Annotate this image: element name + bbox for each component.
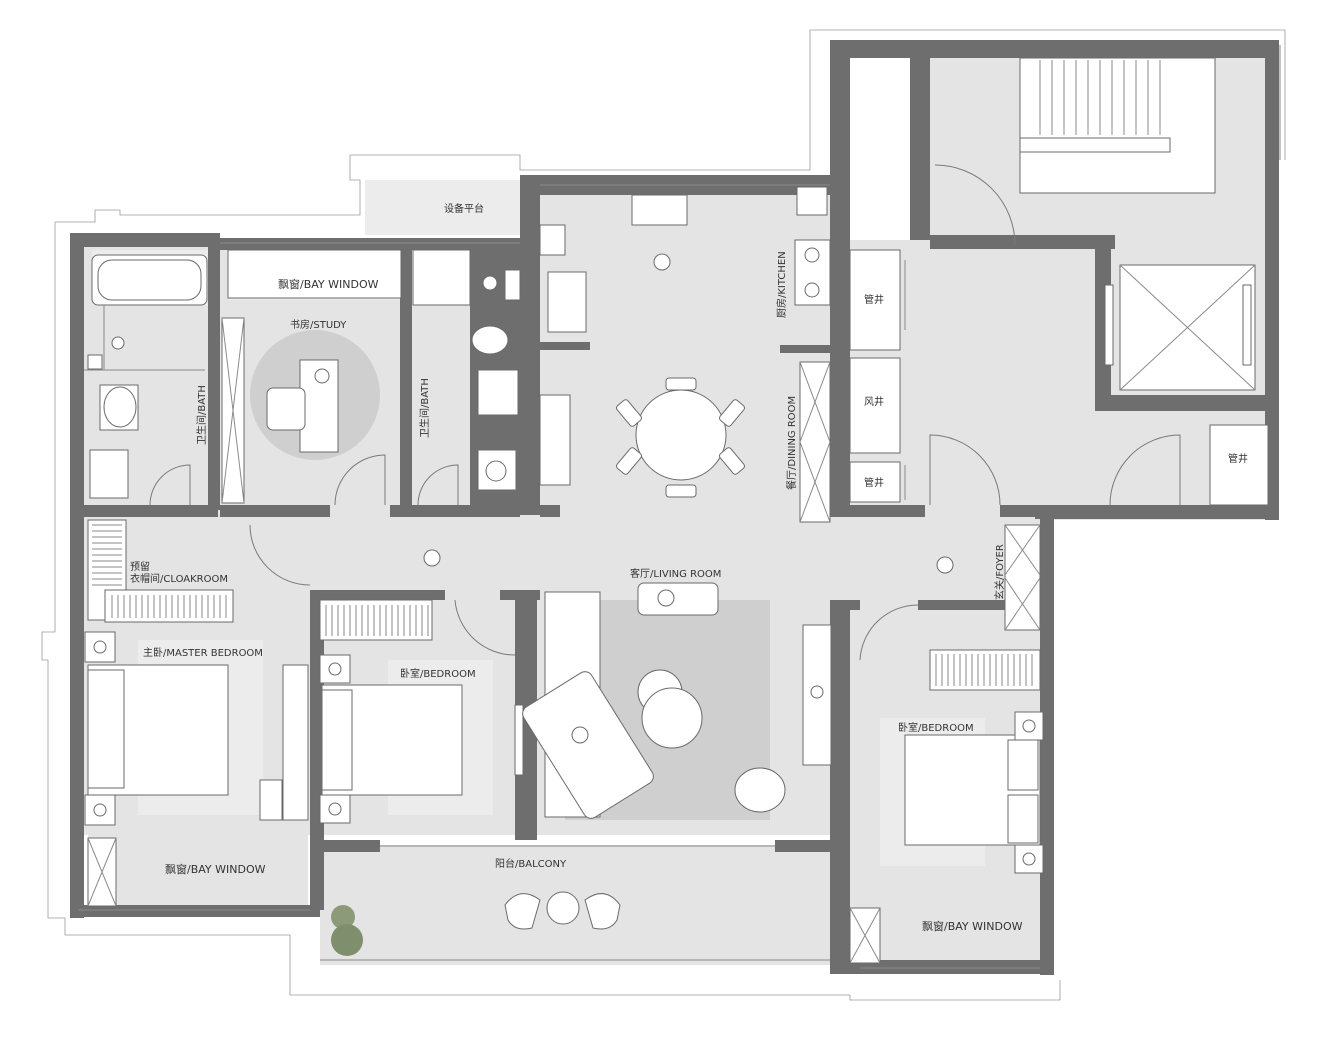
- label-bay-window-study: 飘窗/BAY WINDOW: [278, 277, 379, 291]
- elevator: [1104, 264, 1256, 391]
- people-figures: [423, 253, 954, 744]
- living-room-furniture: [522, 582, 832, 820]
- middle-bedroom-furniture: [319, 599, 524, 824]
- label-kitchen: 厨房/KITCHEN: [775, 251, 788, 318]
- balcony-furniture: [331, 891, 621, 956]
- label-living-room: 客厅/LIVING ROOM: [630, 567, 721, 580]
- kitchen-fixtures: [539, 186, 831, 353]
- label-study: 书房/STUDY: [290, 318, 347, 331]
- foyer-furniture: [929, 524, 1041, 691]
- label-duct-1: 管井: [864, 293, 884, 306]
- label-bedroom-right: 卧室/BEDROOM: [898, 721, 974, 734]
- doors: [149, 164, 1181, 661]
- label-bath-right: 卫生间/BATH: [418, 378, 431, 438]
- label-cloakroom: 衣帽间/CLOAKROOM: [130, 572, 228, 585]
- label-bath-left: 卫生间/BATH: [195, 385, 208, 445]
- label-duct-2: 管井: [864, 476, 884, 489]
- label-equipment-platform: 设备平台: [444, 202, 484, 215]
- shafts: [849, 249, 1269, 506]
- label-duct-3: 管井: [1228, 452, 1248, 465]
- label-bay-window-right: 飘窗/BAY WINDOW: [922, 919, 1023, 933]
- master-bedroom-furniture: [84, 631, 309, 907]
- staircase: [1019, 57, 1216, 194]
- window-lines: [78, 45, 1281, 969]
- study-furniture: [221, 249, 402, 504]
- label-master-bedroom: 主卧/MASTER BEDROOM: [143, 646, 263, 659]
- right-bath-fixtures: [412, 249, 521, 491]
- room-labels: 飘窗/BAY WINDOW 书房/STUDY 设备平台 卫生间/BATH 卫生间…: [130, 202, 1248, 933]
- label-air-shaft: 风井: [864, 395, 884, 408]
- outer-boundary: [41, 29, 1286, 1001]
- walls: [70, 40, 1279, 975]
- label-balcony: 阳台/BALCONY: [495, 857, 567, 870]
- dining-set: [539, 361, 831, 523]
- label-reserved: 预留: [130, 560, 150, 573]
- label-dining-room: 餐厅/DINING ROOM: [785, 396, 798, 490]
- label-bay-window-master: 飘窗/BAY WINDOW: [165, 862, 266, 876]
- right-bedroom-furniture: [849, 711, 1044, 964]
- label-bedroom-middle: 卧室/BEDROOM: [400, 667, 476, 680]
- cloakroom: [87, 519, 234, 623]
- left-bath-fixtures: [84, 254, 208, 499]
- label-foyer: 玄关/FOYER: [993, 544, 1006, 600]
